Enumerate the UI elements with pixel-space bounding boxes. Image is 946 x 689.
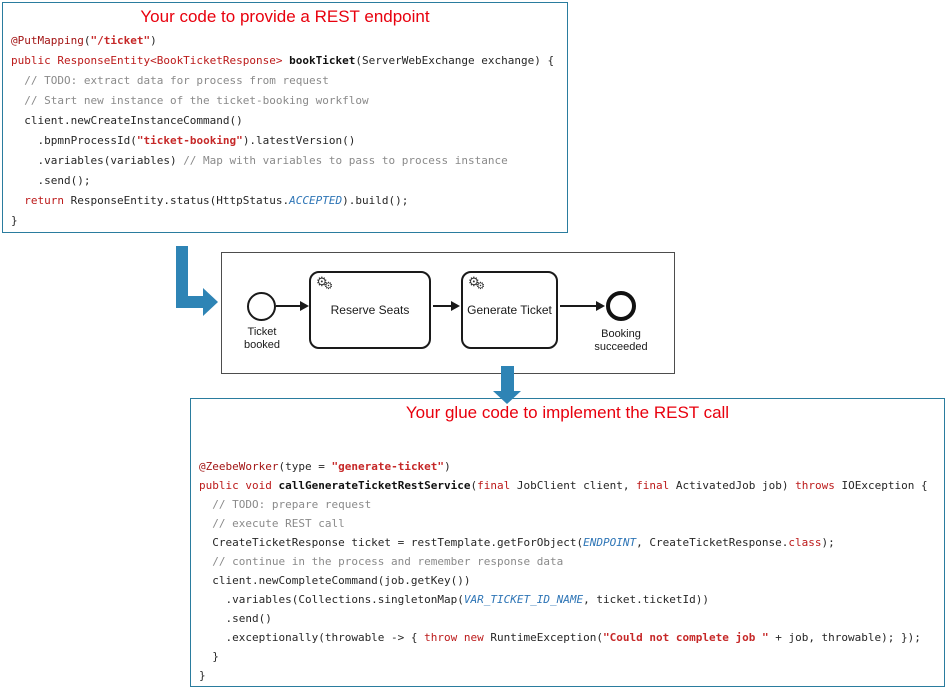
glue-code: @ZeebeWorker(type = "generate-ticket")pu…: [199, 460, 928, 682]
arrow-task-to-glue-code-stem: [501, 366, 514, 392]
rest-endpoint-title: Your code to provide a REST endpoint: [140, 7, 430, 26]
service-task-gear-icon: ⚙: [476, 281, 485, 292]
service-task-gear-icon: ⚙: [468, 274, 480, 289]
bpmn-task-reserve-seats: ⚙ ⚙ Reserve Seats: [309, 271, 431, 349]
bpmn-start-event: [247, 292, 276, 321]
glue-code-panel: Your glue code to implement the REST cal…: [190, 398, 945, 687]
bpmn-end-event-label: Booking succeeded: [594, 328, 648, 353]
service-task-gear-icon: ⚙: [324, 281, 333, 292]
sequence-flow: [560, 305, 598, 307]
bpmn-task-generate-ticket: ⚙ ⚙ Generate Ticket: [461, 271, 558, 349]
arrow-endpoint-to-bpmn-elbow: [176, 296, 204, 308]
bpmn-diagram: Ticket booked ⚙ ⚙ Reserve Seats ⚙ ⚙ Gene…: [221, 252, 675, 374]
bpmn-start-event-label: Ticket booked: [243, 326, 281, 351]
sequence-flow: [276, 305, 302, 307]
arrow-down-head-icon: [493, 391, 521, 404]
sequence-flow-arrowhead-icon: [596, 301, 605, 311]
bpmn-end-event: [606, 291, 636, 321]
rest-endpoint-code: @PutMapping("/ticket")public ResponseEnt…: [11, 34, 555, 227]
rest-endpoint-panel: Your code to provide a REST endpoint @Pu…: [2, 2, 568, 233]
arrow-right-head-icon: [203, 288, 218, 316]
bpmn-task-label: Generate Ticket: [467, 303, 552, 317]
sequence-flow-arrowhead-icon: [451, 301, 460, 311]
service-task-gear-icon: ⚙: [316, 274, 328, 289]
arrow-endpoint-to-bpmn-stem: [176, 246, 188, 308]
bpmn-task-label: Reserve Seats: [330, 303, 410, 317]
sequence-flow-arrowhead-icon: [300, 301, 309, 311]
sequence-flow: [433, 305, 453, 307]
glue-code-title: Your glue code to implement the REST cal…: [405, 403, 730, 422]
